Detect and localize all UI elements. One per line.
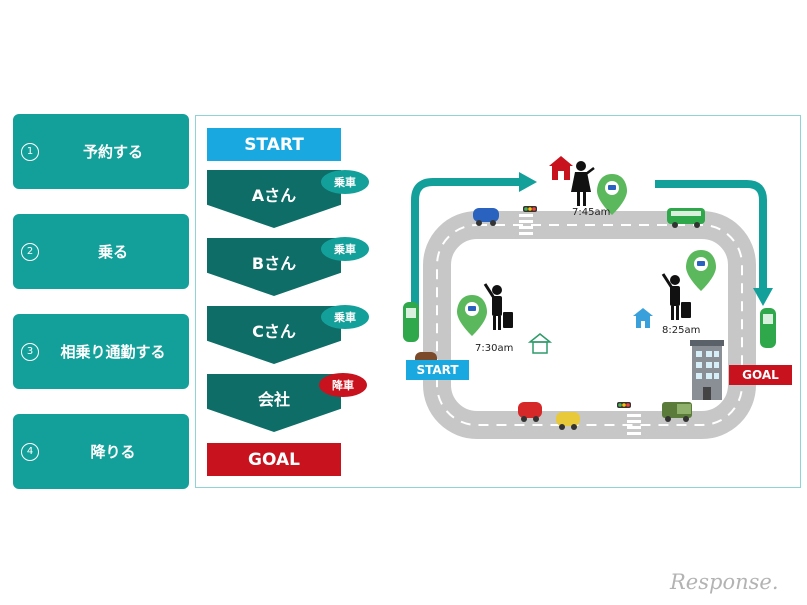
step-label: 予約する	[82, 143, 143, 161]
office-building-icon	[690, 340, 724, 400]
arrow-icon	[655, 180, 767, 290]
arrow-icon	[519, 172, 537, 192]
person-with-luggage-icon	[661, 273, 691, 320]
step-label: 降りる	[90, 443, 136, 461]
traffic-light-icon	[523, 206, 537, 212]
car-icon	[403, 302, 419, 342]
road-center-line	[436, 224, 743, 426]
board-badge: 乗車	[321, 237, 369, 261]
flow-stop-label: Cさん	[252, 322, 296, 341]
crosswalk-icon	[519, 214, 533, 235]
step-number: 1	[21, 142, 39, 161]
map-pin-icon	[597, 174, 627, 215]
map-start-label: START	[406, 360, 469, 380]
step-number: 4	[21, 442, 39, 461]
house-icon	[549, 156, 573, 180]
person-waving-icon	[571, 161, 595, 206]
flow-stop-office: 会社	[207, 374, 341, 432]
watermark: Response.	[670, 570, 779, 594]
step-carpool: 3 相乗り通勤する	[13, 314, 189, 389]
step-ride: 2 乗る	[13, 214, 189, 289]
time-label-7-30: 7:30am	[475, 343, 514, 354]
board-badge: 乗車	[321, 170, 369, 194]
step-get-off: 4 降りる	[13, 414, 189, 489]
car-icon	[556, 412, 580, 430]
house-icon	[633, 308, 653, 328]
flow-start: START	[207, 128, 341, 161]
arrow-icon	[411, 178, 519, 310]
flow-stop-label: Bさん	[251, 254, 297, 273]
time-label-7-45: 7:45am	[572, 207, 611, 218]
board-badge: 乗車	[321, 305, 369, 329]
step-number: 3	[21, 342, 39, 361]
car-icon	[518, 402, 542, 422]
step-label: 相乗り通勤する	[60, 343, 166, 361]
alight-badge: 降車	[319, 373, 367, 397]
crosswalk-icon	[627, 414, 641, 435]
flow-stop-label: Aさん	[251, 186, 297, 205]
flow-goal: GOAL	[207, 443, 341, 476]
truck-icon	[662, 402, 692, 422]
step-label: 乗る	[97, 243, 128, 261]
route-map	[403, 156, 776, 439]
person-with-luggage-icon	[483, 283, 513, 330]
traffic-light-icon	[617, 402, 631, 408]
car-icon	[473, 208, 499, 226]
step-number: 2	[21, 242, 39, 261]
flow-stop-label: 会社	[257, 390, 290, 409]
house-icon	[527, 333, 553, 354]
bus-icon	[667, 208, 705, 228]
arrow-icon	[753, 288, 773, 306]
time-label-8-25: 8:25am	[662, 325, 701, 336]
map-pin-icon	[457, 295, 487, 336]
map-goal-label: GOAL	[729, 365, 792, 385]
map-pin-icon	[686, 250, 716, 291]
step-reserve: 1 予約する	[13, 114, 189, 189]
car-icon	[760, 308, 776, 348]
